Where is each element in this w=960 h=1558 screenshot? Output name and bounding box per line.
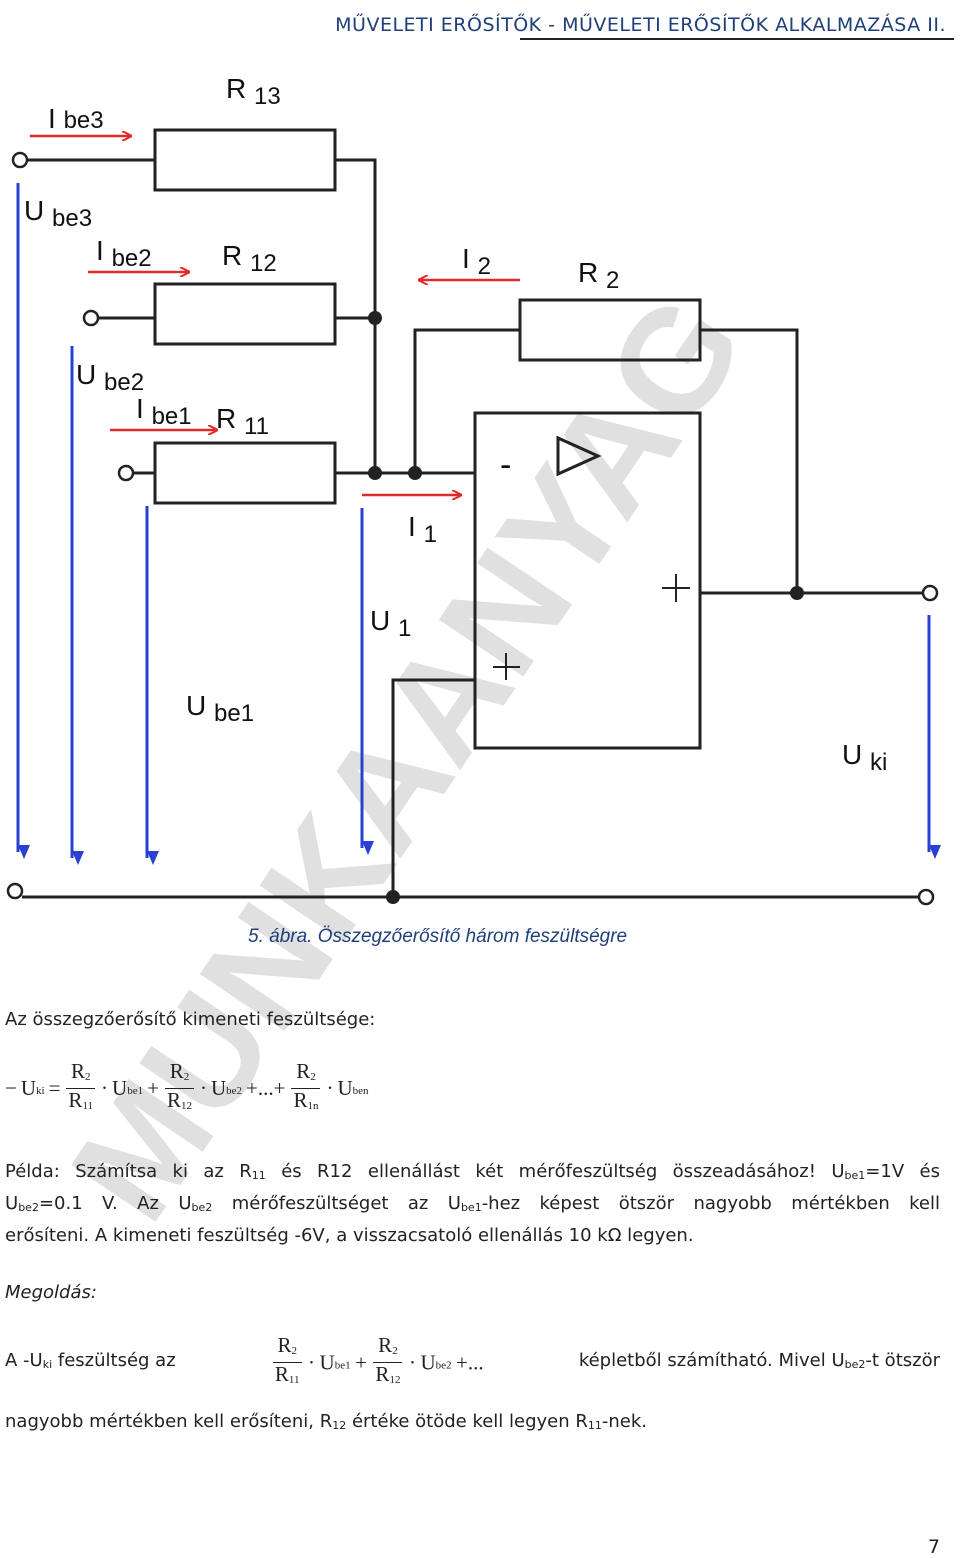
intro-text: Az összegzőerősítő kimeneti feszültsége: [5, 1009, 376, 1030]
page-number: 7 [927, 1536, 940, 1558]
terminal-ube1 [117, 464, 135, 482]
example-label: Példa: [5, 1161, 60, 1182]
label-i2: I 2 [462, 243, 491, 280]
terminal-ground-left [6, 882, 24, 900]
circuit-diagram: I be3 R 13 U be3 I be2 R 12 I 2 R 2 U be… [6, 73, 941, 906]
label-r2: R 2 [578, 257, 619, 294]
label-ube1: U be1 [186, 690, 254, 727]
label-i1: I 1 [408, 511, 437, 548]
label-r12: R 12 [222, 240, 277, 277]
label-ibe1: I be1 [136, 393, 192, 430]
label-r11: R 11 [216, 403, 269, 440]
resistor-r13 [153, 128, 337, 192]
label-ube2: U be2 [76, 359, 144, 396]
fraction-r2-r12: R2 R12 [164, 1059, 194, 1112]
node-3 [408, 466, 422, 480]
solution-line-1: A -Uki feszültség az R2 R11 · Ube1 + R2 … [5, 1334, 940, 1391]
example-line-1: Példa: Számítsa ki az R11 és R12 ellenál… [5, 1161, 940, 1182]
figure-caption: 5. ábra. Összegzőerősítő három feszültsé… [248, 926, 628, 947]
terminal-ube3 [11, 151, 29, 169]
node-1 [368, 311, 382, 325]
example-line-2: Ube2=0.1 V. Az Ube2 mérőfeszültséget az … [5, 1193, 940, 1214]
label-u1: U 1 [370, 605, 411, 642]
terminal-ube2 [82, 309, 100, 327]
label-uki: U ki [842, 739, 887, 776]
node-2 [368, 466, 382, 480]
node-4 [790, 586, 804, 600]
label-ibe2: I be2 [96, 235, 152, 272]
label-ube3: U be3 [24, 195, 92, 232]
resistor-r2 [518, 298, 702, 362]
example-line-3: erősíteni. A kimeneti feszültség -6V, a … [5, 1225, 694, 1246]
node-5 [386, 890, 400, 904]
label-ibe3: I be3 [48, 103, 104, 134]
terminal-ground-right [917, 888, 935, 906]
opamp-body [473, 411, 702, 750]
fraction-r2-r11: R2 R11 [66, 1059, 96, 1112]
page-header: MŰVELETI ERŐSÍTŐK - MŰVELETI ERŐSÍTŐK AL… [335, 14, 946, 36]
formula-output-voltage: − Uki = R2 R11 · Ube1 + R2 R12 · Ube2 +.… [5, 1060, 369, 1117]
plus-sign-icon [493, 574, 690, 680]
terminal-uki [921, 584, 939, 602]
solution-line-2: nagyobb mértékben kell erősíteni, R12 ér… [5, 1411, 648, 1432]
label-r13: R 13 [226, 73, 281, 110]
solution-label: Megoldás: [5, 1282, 97, 1303]
formula-solution: R2 R11 · Ube1 + R2 R12 · Ube2 +... [272, 1333, 484, 1386]
opamp-triangle-icon [556, 435, 602, 477]
label-minus: - [500, 446, 511, 484]
resistor-r12 [153, 282, 337, 346]
fraction-r2-r1n: R2 R1n [291, 1059, 321, 1112]
header-rule [520, 38, 954, 40]
resistor-r11 [153, 441, 337, 505]
